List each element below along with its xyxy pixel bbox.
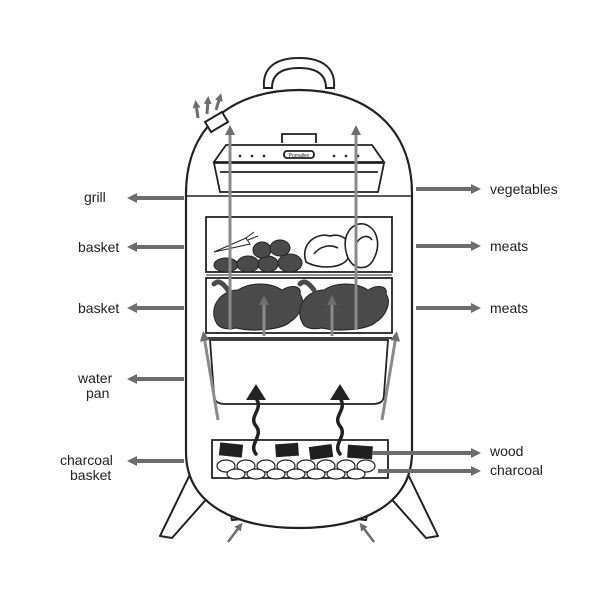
label-meats-lower: meats	[490, 300, 529, 316]
leafy-greens	[303, 223, 379, 269]
lower-basket	[205, 277, 393, 334]
wood-chunks	[218, 442, 373, 461]
label-grill: grill	[84, 189, 106, 205]
water-pan	[209, 339, 389, 405]
smoke-arrowheads	[246, 384, 350, 400]
label-wood: wood	[490, 443, 524, 459]
upper-basket	[205, 216, 393, 273]
heat-flow-arrows	[199, 125, 401, 421]
charcoal-briquettes	[216, 459, 376, 480]
lid-handle	[262, 56, 336, 89]
air-intake-arrows	[227, 522, 375, 543]
label-water-pan-line1: water	[78, 370, 113, 386]
label-charcoal-basket-line1: charcoal	[60, 452, 113, 468]
label-meats-upper: meats	[490, 238, 529, 254]
top-vent-arrows	[192, 93, 223, 119]
left-callout-arrows	[127, 193, 184, 466]
smoke-arrows	[252, 396, 344, 456]
chicken-left	[213, 283, 303, 331]
label-water-pan-line2: pan	[86, 385, 110, 401]
top-vent	[203, 110, 230, 134]
label-basket-lower: basket	[78, 300, 120, 316]
pan-brand-label: Pomalley	[289, 153, 310, 159]
right-callout-arrows	[372, 184, 481, 476]
label-charcoal-basket-line2: basket	[70, 467, 112, 483]
chicken-right	[299, 283, 389, 331]
label-basket-upper: basket	[78, 239, 120, 255]
charcoal-basket	[211, 439, 389, 479]
chickens	[211, 279, 389, 331]
vegetables	[213, 231, 303, 273]
roasting-pan: Pomalley	[212, 133, 386, 193]
label-vegetables: vegetables	[490, 181, 558, 197]
label-charcoal: charcoal	[490, 462, 543, 478]
